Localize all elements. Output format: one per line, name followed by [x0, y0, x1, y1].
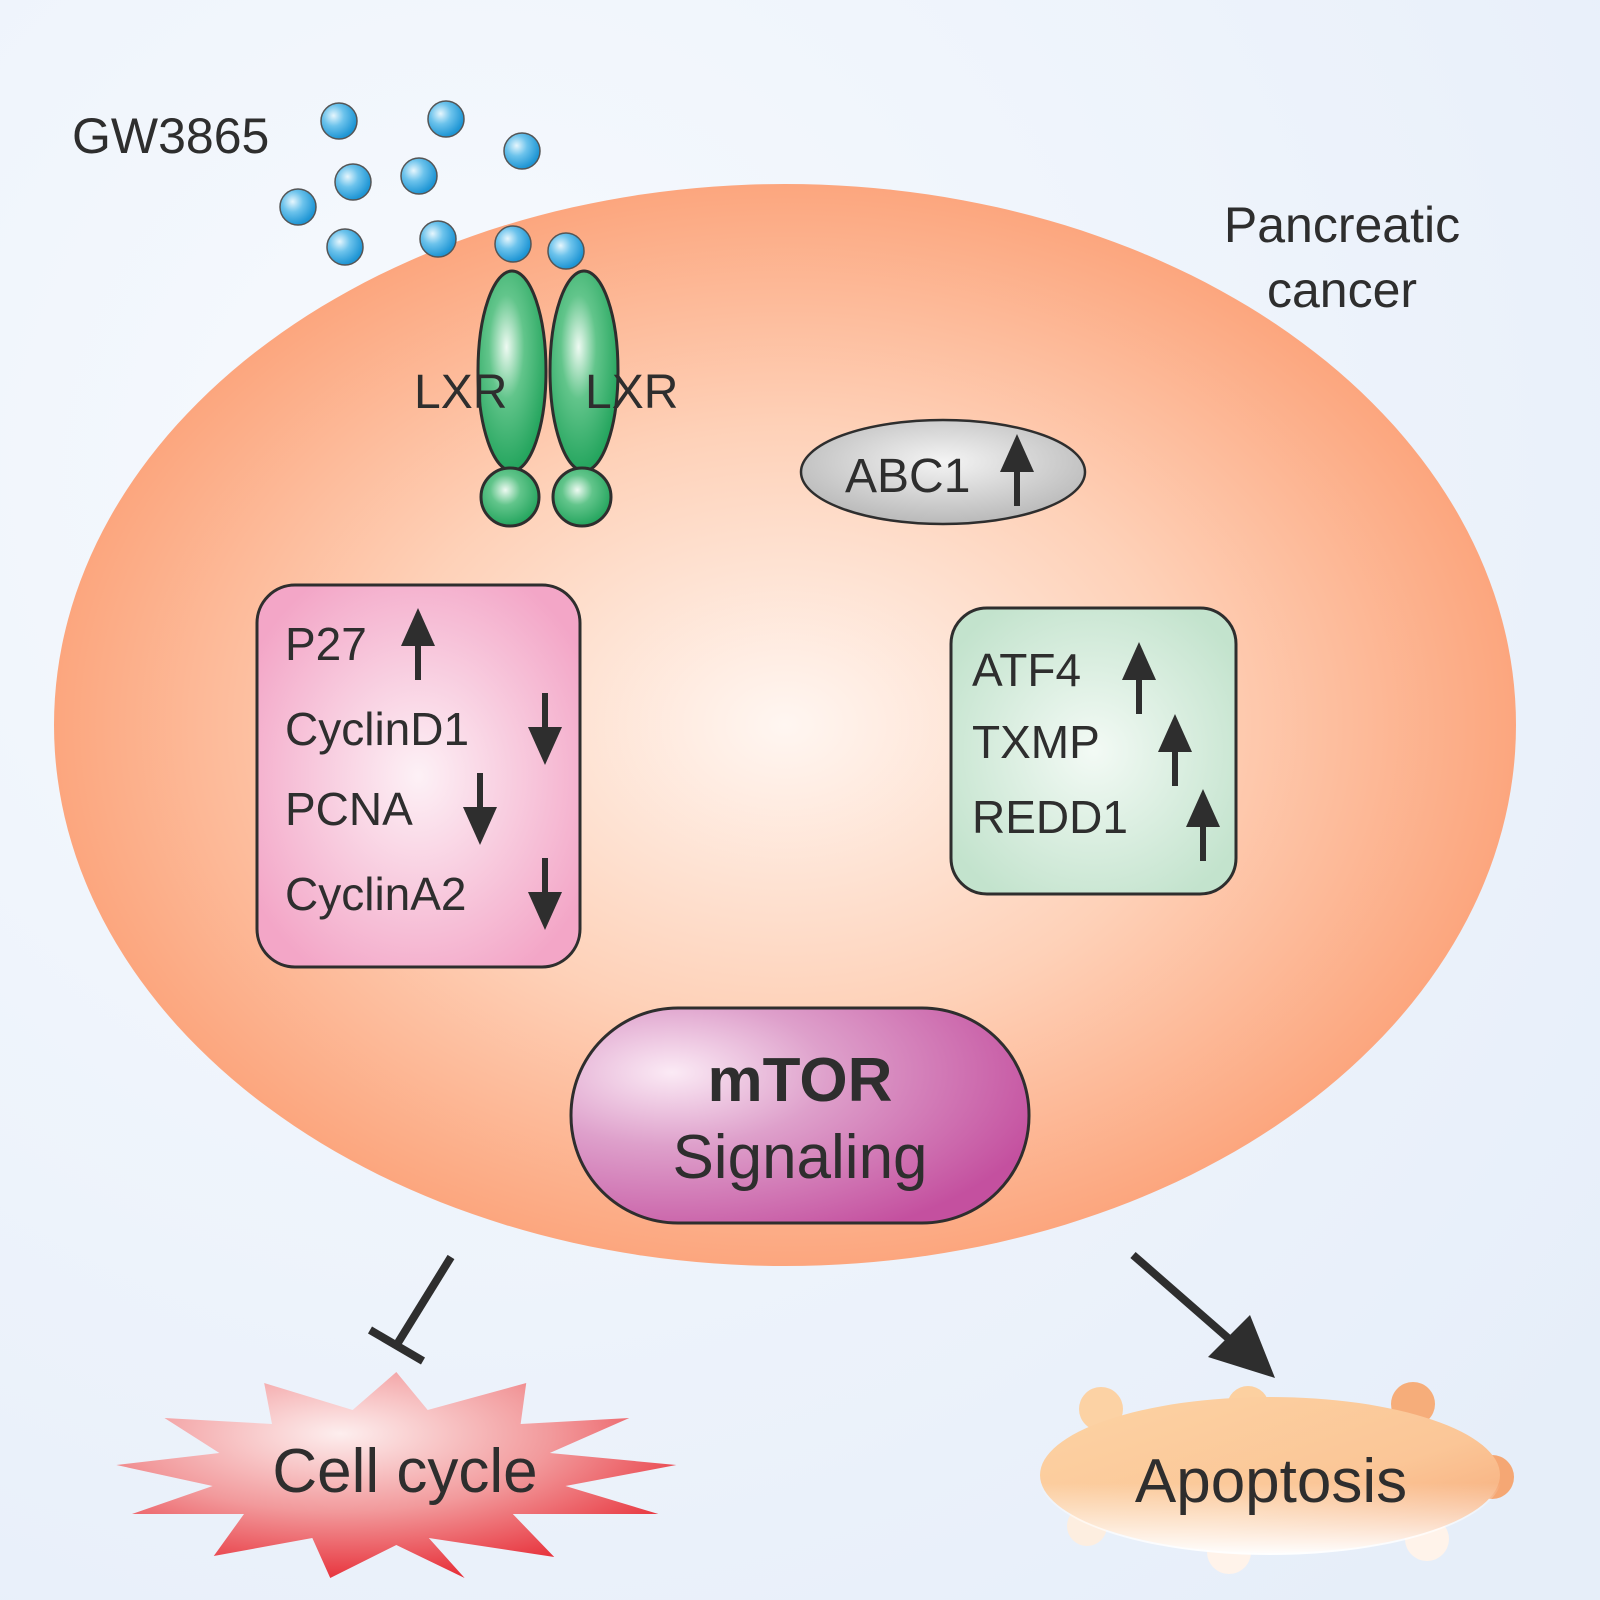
regulator-row: CyclinD1: [285, 693, 562, 765]
up-arrow-icon: [1186, 789, 1220, 861]
stress-gene-row: ATF4: [972, 642, 1156, 714]
abc1-label: ABC1: [845, 450, 970, 503]
lxr-receptor-domain: [479, 466, 541, 528]
regulator-label: CyclinA2: [285, 868, 467, 920]
up-arrow-icon: [401, 608, 435, 680]
stress-gene-row: TXMP: [972, 714, 1192, 786]
stress-gene-label: ATF4: [972, 644, 1081, 696]
cancer-cell: [54, 184, 1516, 1266]
lxr-receptor-2: [548, 269, 620, 528]
drug-molecule: [547, 232, 585, 270]
regulator-row: PCNA: [285, 773, 497, 845]
regulator-label: CyclinD1: [285, 703, 469, 755]
drug-molecule: [326, 228, 364, 266]
drug-molecule: [427, 100, 465, 138]
up-arrow-icon: [1122, 642, 1156, 714]
regulator-row: CyclinA2: [285, 858, 562, 930]
drug-molecule: [334, 163, 372, 201]
inhibition-arrow-icon: [367, 1254, 455, 1365]
mtor-label: mTOR: [708, 1046, 893, 1115]
up-arrow-icon: [1000, 434, 1034, 506]
mtor-signaling-node: mTOR Signaling: [569, 1006, 1031, 1225]
lxr-label-2: LXR: [585, 366, 678, 419]
stress-gene-label: REDD1: [972, 791, 1128, 843]
drug-molecule: [503, 132, 541, 170]
stress-gene-label: TXMP: [972, 716, 1100, 768]
drug-label: GW3865: [72, 108, 269, 164]
drug-molecule: [320, 102, 358, 140]
regulator-row: P27: [285, 608, 435, 680]
down-arrow-icon: [528, 693, 562, 765]
regulator-label: PCNA: [285, 783, 413, 835]
starburst-shape: [116, 1372, 677, 1578]
down-arrow-icon: [463, 773, 497, 845]
lxr-label-1: LXR: [414, 366, 507, 419]
cell-label-line1: Pancreatic: [1224, 197, 1460, 253]
apoptosis-outcome: Apoptosis: [1038, 1382, 1514, 1574]
drug-molecule: [279, 188, 317, 226]
lxr-receptor-domain: [551, 466, 613, 528]
drug-molecule: [400, 157, 438, 195]
apoptosis-label: Apoptosis: [1135, 1447, 1407, 1516]
drug-molecules: [279, 100, 585, 270]
lxr-receptor-1: [476, 269, 548, 528]
cell-cycle-label: Cell cycle: [272, 1437, 537, 1506]
cell-label-line2: cancer: [1267, 262, 1417, 318]
regulator-label: P27: [285, 618, 367, 670]
stress-gene-row: REDD1: [972, 789, 1220, 861]
signaling-label: Signaling: [672, 1123, 927, 1192]
drug-molecule: [419, 220, 457, 258]
abc1-node: ABC1: [799, 418, 1087, 526]
up-arrow-icon: [1158, 714, 1192, 786]
drug-molecule: [494, 225, 532, 263]
down-arrow-icon: [528, 858, 562, 930]
cell-cycle-outcome: Cell cycle: [116, 1372, 677, 1578]
activation-arrow-icon: [1130, 1251, 1275, 1378]
